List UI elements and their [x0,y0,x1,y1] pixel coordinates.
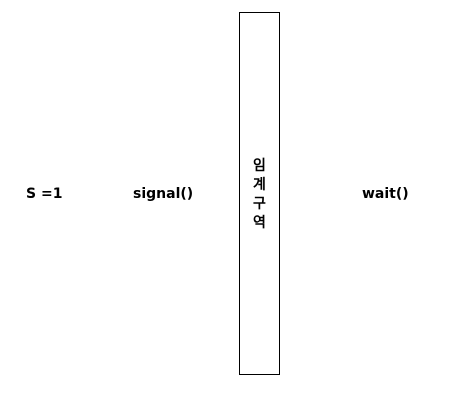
wait-label: wait() [362,186,409,202]
critical-section-box: 임 계 구 역 [239,12,280,375]
signal-label: signal() [133,186,194,202]
critical-section-char: 역 [253,215,266,231]
critical-section-char: 구 [253,196,266,212]
critical-section-label: 임 계 구 역 [240,157,279,233]
critical-section-char: 계 [253,177,266,193]
semaphore-label: S =1 [26,186,63,202]
critical-section-char: 임 [253,158,266,174]
